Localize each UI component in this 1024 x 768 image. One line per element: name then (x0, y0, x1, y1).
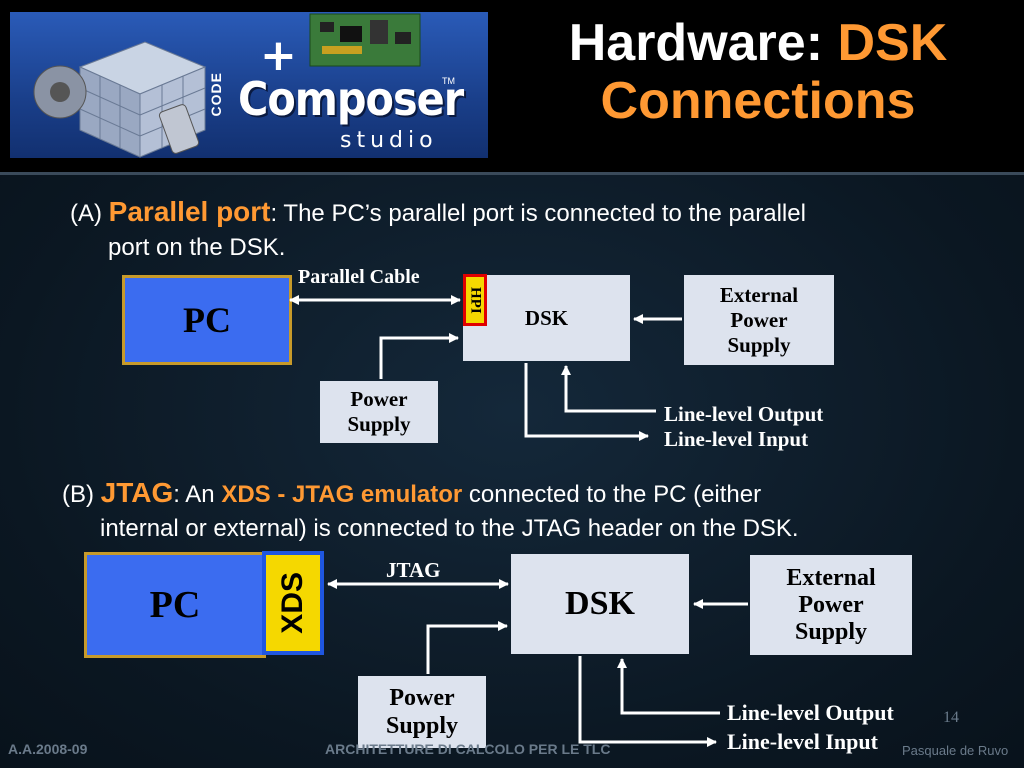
diagram-b-dsk-box: DSK (511, 554, 689, 654)
diagram-b-power-supply-box: Power Supply (358, 676, 486, 748)
diagram-a-external-line2: Power (730, 307, 788, 332)
diagram-a-hpi-label: HPI (467, 286, 484, 314)
diagram-a-dsk-box: DSK (463, 275, 630, 361)
diagram-a-external-line1: External (719, 282, 799, 307)
diagram-b-power-line1: Power (389, 685, 455, 711)
diagram-a-power-line2: Supply (347, 412, 411, 436)
diagram-a-hpi-port: HPI (463, 274, 487, 326)
diagram-b-pc-box: PC (84, 552, 266, 658)
section-a-keyword: Parallel port (108, 196, 271, 227)
diagram-a-external-line3: Supply (727, 332, 791, 357)
section-b-jtag-emulator: JTAG emulator (292, 481, 463, 508)
diagram-b-dsk-label: DSK (565, 585, 635, 622)
page-number: 14 (943, 709, 959, 726)
title-accent: DSK (837, 14, 948, 72)
diagram-b-line-in-label: Line-level Input (727, 729, 878, 754)
title-line1: Hardware: (568, 14, 838, 72)
footer-course: ARCHITETTURE DI CALCOLO PER LE TLC (325, 741, 611, 757)
diagram-b-xds-label: XDS (276, 572, 309, 634)
diagram-a-line-out-label: Line-level Output (664, 402, 824, 426)
diagram-b-pc-label: PC (149, 584, 201, 626)
diagram-a-cable-label: Parallel Cable (298, 266, 420, 288)
diagram-a-external-power-box: External Power Supply (684, 275, 834, 365)
diagram-b-external-line1: External (786, 564, 876, 591)
slide-title: Hardware: DSK Connections (498, 14, 1018, 130)
section-a-text2: port on the DSK. (108, 234, 286, 261)
section-b-xds: XDS (221, 481, 271, 508)
diagram-b-power-line2: Supply (385, 713, 459, 739)
slide-body (0, 175, 1024, 768)
section-b-prefix: (B) (62, 481, 101, 508)
code-composer-studio-logo: + CODE Composer TM studio (10, 12, 488, 158)
diagram-a-power-line1: Power (350, 387, 408, 411)
logo-plus: + (260, 30, 297, 81)
diagram-b-xds-emulator: XDS (262, 551, 324, 655)
diagram-b-external-line3: Supply (794, 618, 868, 645)
section-a-prefix: (A) (70, 200, 109, 227)
section-b-dash: - (270, 481, 293, 508)
diagram-b-external-line2: Power (798, 591, 864, 618)
logo-tm: TM (442, 76, 455, 86)
diagram-a-power-supply-box: Power Supply (320, 381, 438, 443)
diagram-a-pc-box: PC (122, 275, 292, 365)
section-b-keyword: JTAG (100, 477, 174, 508)
logo-composer-text: Composer (238, 72, 464, 126)
diagram-a-pc-label: PC (183, 300, 231, 340)
diagram-b-external-power-box: External Power Supply (750, 555, 912, 655)
section-a-text: (A) Parallel port: The PC’s parallel por… (70, 195, 990, 265)
diagram-b-line-out-label: Line-level Output (727, 700, 894, 725)
footer-year: A.A.2008-09 (8, 741, 88, 757)
diagram-b-cable-label: JTAG (386, 558, 441, 582)
section-b-text3: internal or external) is connected to th… (100, 515, 799, 542)
diagram-a-dsk-label: DSK (524, 305, 569, 330)
section-b-text2: connected to the PC (either (462, 481, 762, 508)
logo-code-text: CODE (208, 72, 224, 117)
section-b-text1: : An (173, 481, 222, 508)
logo-artwork (33, 13, 421, 158)
section-a-text1: : The PC’s parallel port is connected to… (270, 200, 806, 227)
section-b-text: (B) JTAG: An XDS - JTAG emulator connect… (62, 476, 1002, 546)
header: + CODE Composer TM studio Hardware: DSK … (0, 0, 1024, 175)
title-line2: Connections (600, 72, 916, 130)
logo-studio-text: studio (340, 128, 438, 153)
diagram-a-line-in-label: Line-level Input (664, 427, 809, 451)
footer-author: Pasquale de Ruvo (902, 743, 1009, 758)
